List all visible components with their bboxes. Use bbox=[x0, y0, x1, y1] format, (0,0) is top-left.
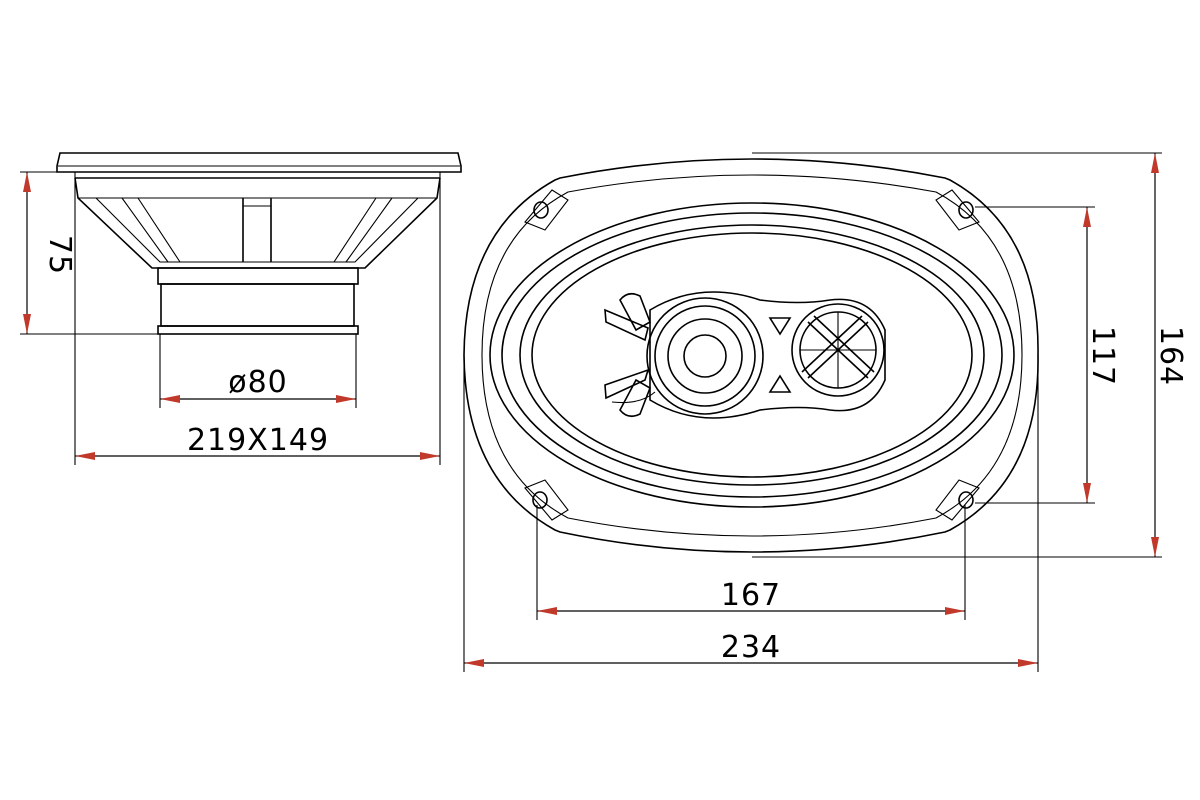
label-overall-height: 164 bbox=[1153, 326, 1188, 386]
label-mount-vertical: 117 bbox=[1085, 326, 1120, 386]
mounting-flange bbox=[56, 152, 462, 173]
dimension-mount-vertical: 117 bbox=[1083, 207, 1120, 503]
dimension-overall-height: 164 bbox=[1151, 153, 1188, 557]
label-overall-width: 234 bbox=[721, 630, 781, 665]
mounting-hole-bottom-left bbox=[524, 479, 569, 521]
tweeter-bridge bbox=[649, 291, 886, 419]
mounting-hole-top-left bbox=[524, 189, 569, 231]
dimension-depth: 75 bbox=[23, 172, 77, 334]
cone-petals bbox=[604, 292, 656, 418]
mounting-hole-top-right bbox=[935, 189, 980, 231]
label-magnet-diameter: ø80 bbox=[228, 365, 288, 400]
dimension-mount-horizontal: 167 bbox=[537, 578, 965, 615]
outer-frame bbox=[463, 158, 1039, 553]
mounting-hole-bottom-right bbox=[935, 479, 980, 521]
front-view bbox=[463, 152, 1162, 672]
side-view bbox=[20, 152, 462, 335]
dimension-overall-width: 234 bbox=[464, 630, 1038, 667]
magnet bbox=[157, 267, 359, 285]
midrange-driver bbox=[646, 297, 764, 415]
cone-surround bbox=[519, 224, 985, 486]
dimension-side-width: 219X149 bbox=[74, 178, 441, 465]
dust-cap bbox=[683, 334, 727, 378]
label-mount-horizontal: 167 bbox=[721, 578, 781, 613]
label-side-width: 219X149 bbox=[187, 423, 329, 458]
tweeter-with-grille bbox=[791, 303, 885, 397]
cone-outer bbox=[489, 202, 1015, 508]
dimension-magnet-diameter: ø80 bbox=[159, 334, 357, 408]
speaker-basket bbox=[74, 177, 441, 269]
label-depth: 75 bbox=[42, 235, 77, 275]
